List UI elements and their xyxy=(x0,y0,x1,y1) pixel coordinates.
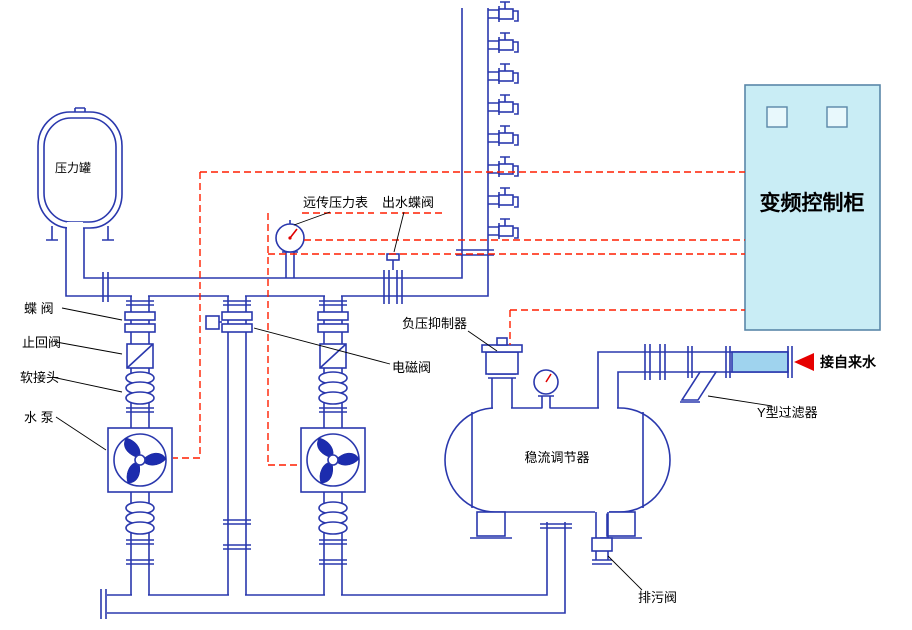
check-valve-3 xyxy=(319,343,347,369)
tap-water-segment xyxy=(731,351,789,373)
soft-joint-3b xyxy=(318,501,348,535)
control-cabinet: 变频控制柜 xyxy=(744,84,881,331)
drain-valve-label: 排污阀 xyxy=(638,590,677,605)
pressure-tank: 压力罐 xyxy=(37,107,123,241)
pump-column-2 xyxy=(205,296,253,595)
water-pump-label: 水 泵 xyxy=(24,410,54,425)
water-pump-1 xyxy=(107,427,173,493)
soft-joint-3 xyxy=(318,371,348,405)
remote-pressure-gauge xyxy=(275,220,305,278)
remote-pressure-gauge-label: 远传压力表 xyxy=(303,195,368,210)
tap-water-label: 接自来水 xyxy=(820,354,877,370)
drain-assembly xyxy=(591,510,613,565)
butterfly-valve-label: 蝶 阀 xyxy=(24,301,54,316)
drain-valve-body xyxy=(591,537,613,552)
inlet-flow-arrow-icon xyxy=(794,353,814,371)
pump-column-1 xyxy=(107,296,173,595)
inlet-piping xyxy=(597,344,814,410)
cabinet-indicator-left xyxy=(766,106,788,128)
flow-stabilizer-label: 稳流调节器 xyxy=(524,450,589,465)
labels: 远传压力表 出水蝶阀 蝶 阀 止回阀 软接头 水 泵 电磁阀 负压抑制器 Y型过… xyxy=(20,195,877,605)
control-signal-wires xyxy=(173,171,745,466)
cabinet-indicator-right xyxy=(826,106,848,128)
y-filter-body xyxy=(680,371,718,401)
negative-pressure-suppressor-label: 负压抑制器 xyxy=(402,316,467,331)
tank-pressure-gauge xyxy=(533,369,559,410)
soft-joint-1 xyxy=(125,371,155,405)
cabinet-label: 变频控制柜 xyxy=(760,191,865,215)
pressure-tank-label: 压力罐 xyxy=(55,161,91,175)
check-valve-1 xyxy=(126,343,154,369)
solenoid-actuator xyxy=(205,315,220,330)
tank-support-right xyxy=(606,511,636,537)
leader-lines xyxy=(51,211,773,591)
tank-support-left xyxy=(476,511,506,537)
main-piping xyxy=(65,8,494,302)
soft-joint-1b xyxy=(125,501,155,535)
solenoid-valve-label: 电磁阀 xyxy=(392,360,431,375)
flow-stabilizer-tank: 稳流调节器 xyxy=(444,407,671,539)
pump-column-3 xyxy=(300,296,366,595)
check-valve-label: 止回阀 xyxy=(22,335,61,350)
water-pump-3 xyxy=(300,427,366,493)
bottom-piping xyxy=(100,522,572,619)
soft-joint-label: 软接头 xyxy=(20,370,59,385)
y-filter-label: Y型过滤器 xyxy=(757,405,818,420)
negative-pressure-suppressor xyxy=(481,337,523,410)
outlet-butterfly-valve-label: 出水蝶阀 xyxy=(382,195,434,210)
